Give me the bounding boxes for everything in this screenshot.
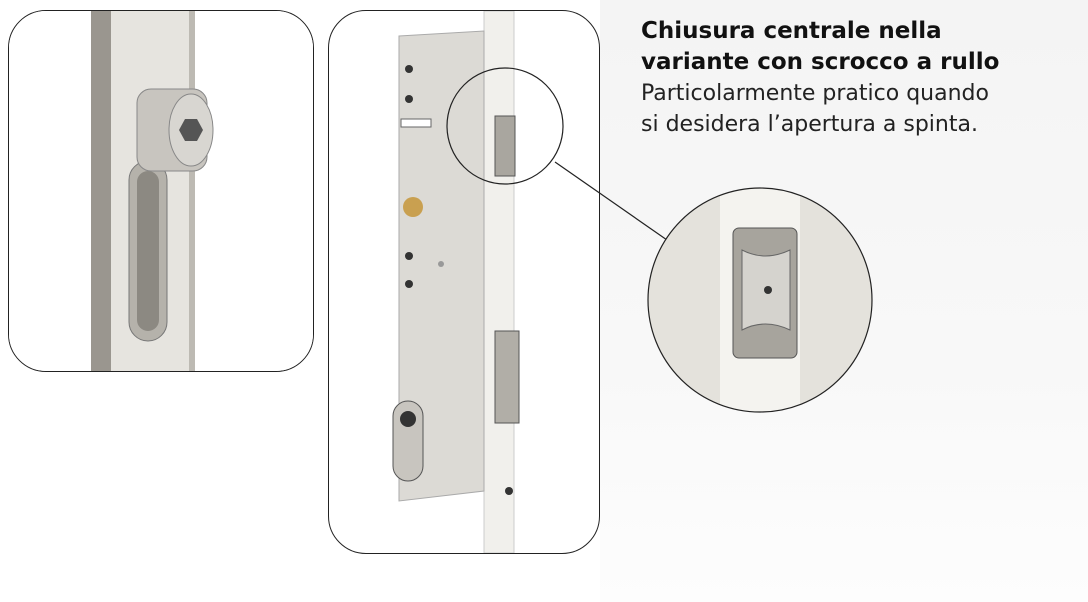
caption: Chiusura centrale nella variante con scr… <box>641 16 1081 140</box>
caption-body-line: si desidera l’apertura a spinta. <box>641 112 978 137</box>
caption-title-line: Chiusura centrale nella <box>641 18 942 44</box>
caption-body-line: Particolarmente pratico quando <box>641 81 989 106</box>
photo-panel-lock-case <box>328 10 600 554</box>
caption-title-line: variante con scrocco a rullo <box>641 49 1000 75</box>
roller-pin-illustration <box>9 11 313 371</box>
photo-panel-roller-pin <box>8 10 314 372</box>
lock-case-illustration <box>392 11 564 553</box>
